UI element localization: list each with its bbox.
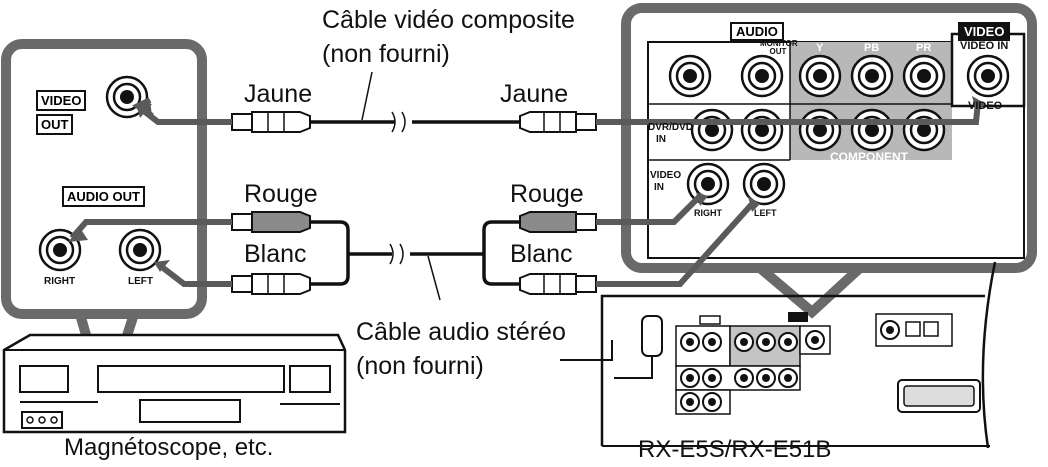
receiver-pr-label: PR [916,42,932,54]
receiver-monitor-out-label: MONITOR OUT [760,39,798,56]
receiver-left-label: LEFT [754,208,777,218]
vcr-illustration [2,333,347,434]
cable-label-red-left: Rouge [244,180,318,208]
receiver-video-in-lower-label-2: IN [654,182,664,193]
receiver-right-label: RIGHT [694,208,722,218]
source-out-label: OUT [36,114,74,135]
cable-label-yellow-right: Jaune [500,80,569,108]
cable-label-white-left: Blanc [244,240,307,268]
source-left-label: LEFT [128,276,153,287]
receiver-y-label: Y [816,42,824,54]
receiver-jack-monitor-2[interactable] [740,54,784,98]
receiver-jack-monitor-1[interactable] [668,54,712,98]
receiver-component-label: COMPONENT [830,150,908,164]
video-cable [231,111,597,133]
audio-cable-caption-line2: (non fourni) [356,352,484,380]
receiver-pb-label: PB [864,42,880,54]
receiver-jack-pb[interactable] [850,54,894,98]
receiver-panel-callout [621,3,1037,319]
video-cable-leader [361,71,373,121]
receiver-video-sub-label: VIDEO [968,100,1003,112]
source-caption: Magnétoscope, etc. [64,434,274,461]
receiver-jack-component-y[interactable] [798,108,842,152]
source-right-label: RIGHT [44,276,76,287]
receiver-dvd-label: DVR/DVD [648,122,694,133]
video-cable-caption-line1: Câble vidéo composite [322,6,575,34]
receiver-jack-pr[interactable] [902,54,946,98]
receiver-video-in-lower-label-1: VIDEO [650,170,682,181]
receiver-video-in-label: VIDEO IN [960,40,1009,52]
arrow-heads [68,96,986,272]
receiver-audio-label: AUDIO [730,22,784,41]
receiver-video-label: VIDEO [958,22,1011,41]
source-video-label: VIDEO [36,90,87,111]
receiver-jack-component-pr[interactable] [902,108,946,152]
video-cable-caption-line2: (non fourni) [322,40,450,68]
receiver-in-label: IN [656,134,666,145]
receiver-illustration [560,261,997,449]
receiver-jack-dvd-1[interactable] [690,108,734,152]
source-audio-left-jack[interactable] [118,228,162,272]
receiver-jack-y[interactable] [798,54,842,98]
audio-cable-caption-line1: Câble audio stéréo [356,318,566,346]
audio-cable [231,211,597,295]
receiver-caption: RX-E5S/RX-E51B [638,436,832,463]
receiver-jack-dvd-2[interactable] [740,108,784,152]
receiver-jack-component-pb[interactable] [850,108,894,152]
source-audio-out-label: AUDIO OUT [62,186,145,207]
cable-label-yellow-left: Jaune [244,80,313,108]
audio-cable-leader [427,255,441,301]
receiver-video-in-jack[interactable] [966,54,1010,98]
cable-label-white-right: Blanc [510,240,573,268]
cable-label-red-right: Rouge [510,180,584,208]
